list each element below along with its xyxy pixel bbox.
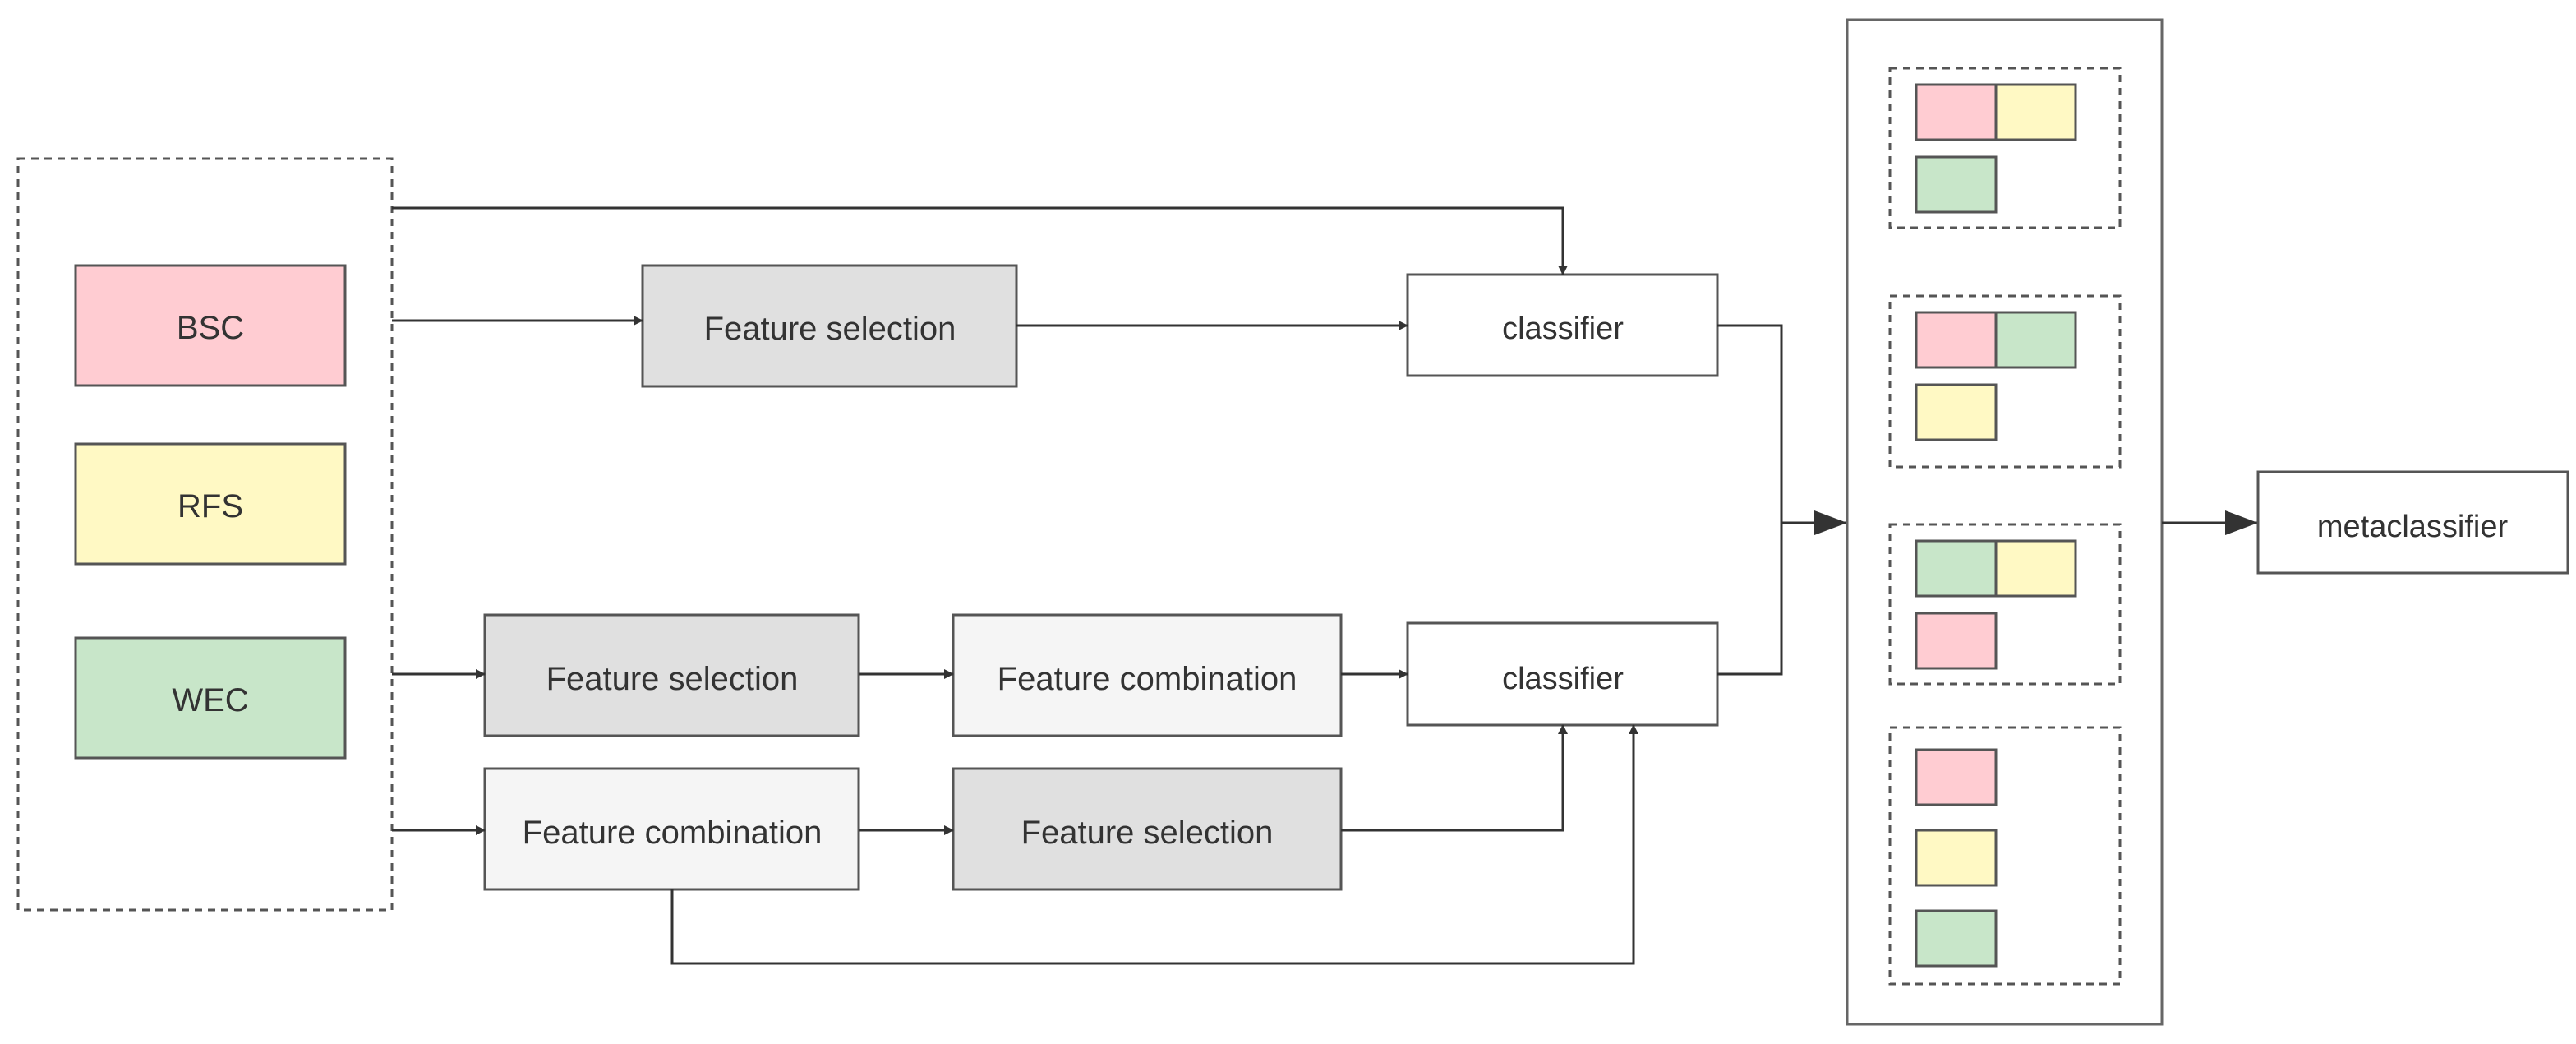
ensemble-group-3 <box>1888 523 2122 686</box>
wec-label: WEC <box>172 682 248 718</box>
middle-feature-combination-label: Feature combination <box>998 661 1297 697</box>
top-classifier-label: classifier <box>1502 312 1624 346</box>
rfs-chip <box>1994 83 2077 141</box>
bsc-chip <box>1915 748 1998 806</box>
ensemble-group-2 <box>1888 294 2122 469</box>
bottom-feature-selection-box <box>952 767 1343 891</box>
wec-box <box>74 636 347 760</box>
bsc-chip <box>1915 612 1998 670</box>
top-feature-selection-label: Feature selection <box>704 311 956 347</box>
rfs-chip <box>1994 539 2077 598</box>
bsc-chip <box>1915 83 1998 141</box>
bottom-combination-to-classifier-arrow <box>670 724 1638 965</box>
bsc-chip <box>1915 311 1998 369</box>
bsc-label: BSC <box>177 310 244 346</box>
middle-feature-selection-label: Feature selection <box>546 661 799 697</box>
top-classifier-output-line <box>1717 324 1783 523</box>
bsc-box <box>74 264 347 387</box>
wec-chip <box>1915 909 1998 968</box>
wec-chip <box>1994 311 2077 369</box>
rfs-box <box>74 442 347 566</box>
rfs-chip <box>1915 829 1998 887</box>
ensemble-groups <box>1888 67 2122 986</box>
middle-feature-selection-box <box>483 613 860 737</box>
middle-classifier-label: classifier <box>1502 662 1624 696</box>
raw-features-to-top-classifier-arrow <box>392 206 1568 275</box>
wec-chip <box>1915 539 1998 598</box>
bottom-feature-combination-label: Feature combination <box>523 815 823 851</box>
rfs-label: RFS <box>177 488 243 524</box>
ensemble-group-4 <box>1888 726 2122 986</box>
bottom-selection-to-classifier-arrow <box>1341 724 1568 832</box>
metaclassifier-box <box>2256 470 2569 575</box>
bottom-feature-selection-label: Feature selection <box>1021 815 1274 851</box>
ensemble-panel <box>1846 18 2164 1026</box>
input-features-group <box>16 157 394 912</box>
metaclassifier-label: metaclassifier <box>2317 510 2509 544</box>
wec-chip <box>1915 155 1998 214</box>
ensemble-group-1 <box>1888 67 2122 229</box>
middle-classifier-output-line <box>1717 523 1783 676</box>
rfs-chip <box>1915 383 1998 441</box>
